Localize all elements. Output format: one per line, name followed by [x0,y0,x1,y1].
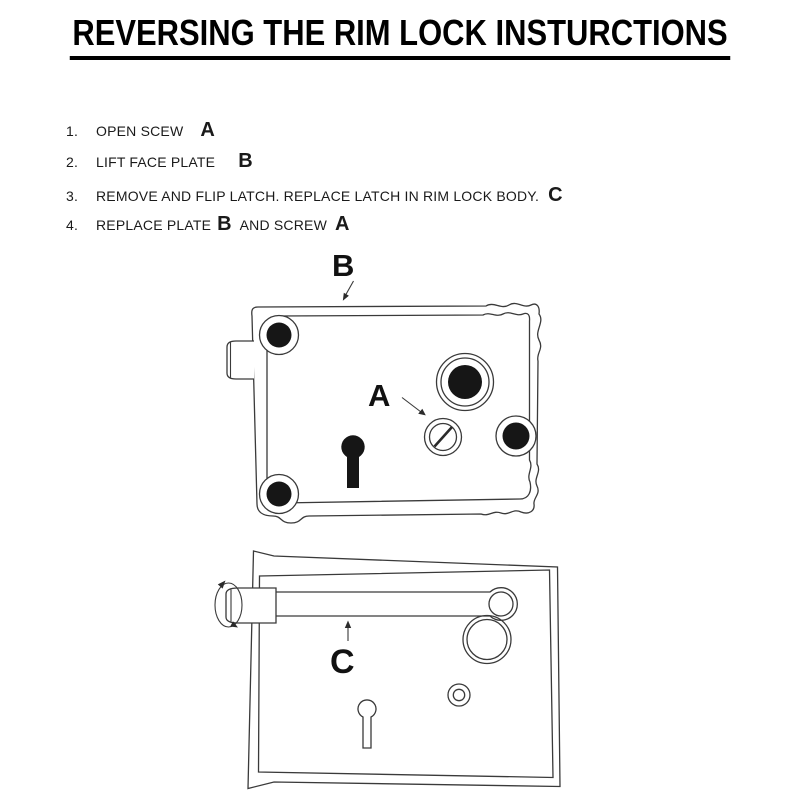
instruction-item-4: 4. REPLACE PLATE B AND SCREW A [66,213,349,236]
rim-lock-front-view: B A [226,248,542,524]
item-number: 3. [66,188,79,204]
latch-bar [275,587,518,621]
mounting-screw [502,422,530,450]
label-a-arrow [401,397,426,416]
page-title: REVERSING THE RIM LOCK INSTURCTIONS [69,12,731,61]
inner-wall [257,569,554,779]
item-text: OPEN SCEW [96,123,184,139]
keyhole [341,435,365,488]
instruction-item-3: 3. REMOVE AND FLIP LATCH. REPLACE LATCH … [66,184,563,207]
item-ref-label-a: A [334,213,350,235]
item-ref-label-b: B [217,213,232,235]
back-plate-outline [247,550,561,790]
label-b: B [332,248,354,283]
item-text-2: AND SCREW [239,217,327,233]
item-text: REMOVE AND FLIP LATCH. REPLACE LATCH IN … [96,188,540,204]
label-b-arrow [342,280,354,301]
item-ref-label-b: B [238,150,253,172]
item-text: LIFT FACE PLATE [96,154,216,170]
instruction-item-2: 2. LIFT FACE PLATE B [66,150,253,173]
corner-screw [266,481,292,507]
label-c: C [330,643,355,681]
item-number: 2. [66,154,79,170]
latch-bolt-tab [226,340,254,380]
latch-bolt [225,587,277,624]
keyhole-outline [357,699,377,749]
screw-a [423,417,463,457]
spindle-hole [462,614,512,665]
instruction-item-1: 1. OPEN SCEW A [66,119,215,142]
latch-pivot-hole [488,591,514,617]
screw-hole [447,683,471,707]
label-a: A [368,378,390,413]
spindle-hub [435,352,495,412]
rotation-arrow [214,580,243,628]
rim-lock-internal-view: C [214,550,561,790]
label-c-arrow [344,620,352,641]
item-ref-label-c: C [548,184,563,206]
item-number: 1. [66,123,79,139]
item-ref-label-a: A [200,119,215,141]
item-text: REPLACE PLATE [96,217,212,233]
item-number: 4. [66,217,79,233]
title-row: REVERSING THE RIM LOCK INSTURCTIONS [0,12,800,61]
corner-screw [266,322,292,348]
